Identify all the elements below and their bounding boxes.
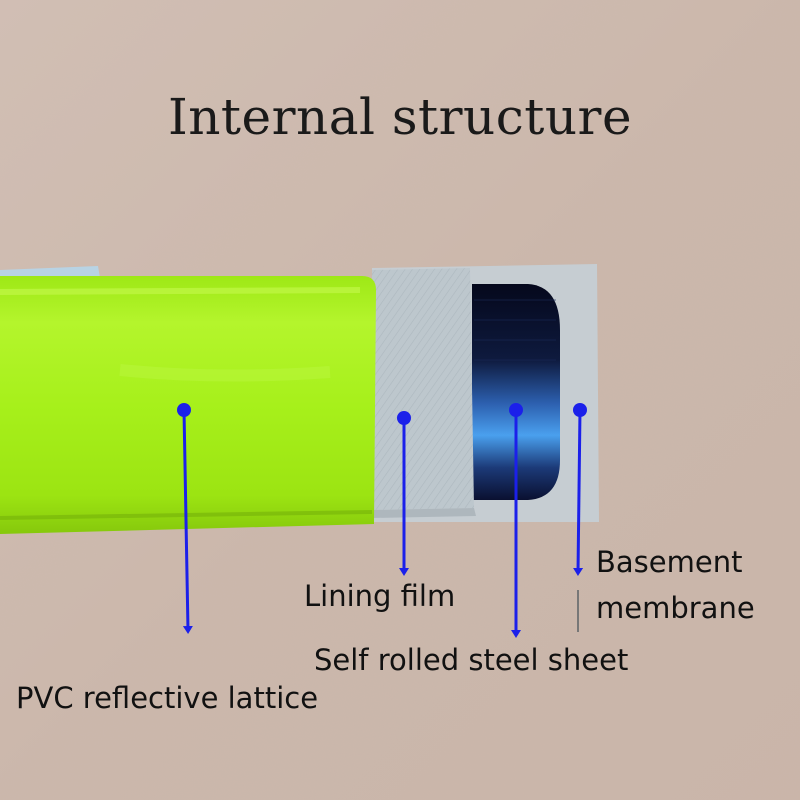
lining-film-layer (372, 268, 474, 510)
diagram-title: Internal structure (167, 88, 633, 146)
callout-basement (573, 403, 587, 632)
callout-pvc (177, 403, 193, 634)
callout-arrow-pvc (182, 409, 193, 634)
callout-arrow-basement (573, 409, 584, 576)
pvc-highlight-mid (119, 364, 331, 382)
label-membrane: membrane (596, 591, 755, 625)
label-self-rolled-steel-sheet: Self rolled steel sheet (314, 643, 629, 677)
steel-reflections (474, 299, 556, 361)
label-basement: Basement (596, 545, 743, 579)
callout-lining (397, 411, 411, 576)
lining-film-edge (372, 508, 476, 518)
label-pvc-reflective-lattice: PVC reflective lattice (16, 681, 319, 715)
steel-sheet-layer (472, 284, 560, 500)
pvc-highlight-top (0, 287, 361, 295)
callout-steel (509, 403, 523, 638)
label-lining-film: Lining film (304, 579, 456, 613)
